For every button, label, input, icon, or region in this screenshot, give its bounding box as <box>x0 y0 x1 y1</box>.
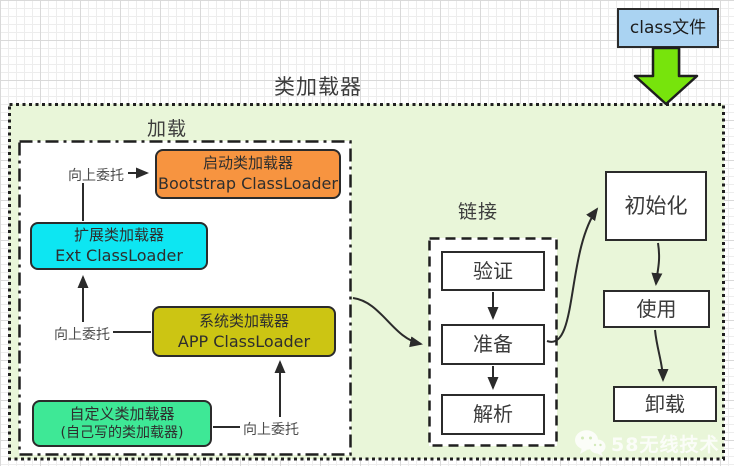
prepare-step-node: 准备 <box>441 324 545 365</box>
initialize-node: 初始化 <box>605 171 707 241</box>
wechat-icon <box>575 430 606 457</box>
load-section-label: 加载 <box>146 118 187 140</box>
class-file-node: class文件 <box>617 8 719 48</box>
custom-label-cn: 自定义类加载器 <box>69 404 175 423</box>
resolve-label: 解析 <box>473 402 513 426</box>
custom-classloader-node: 自定义类加载器 (自己写的类加载器) <box>32 400 212 447</box>
initialize-label: 初始化 <box>624 193 688 218</box>
bootstrap-label-en: Bootstrap ClassLoader <box>158 174 338 194</box>
watermark: 58无线技术 <box>574 423 732 463</box>
unload-label: 卸载 <box>645 391 685 416</box>
use-label: 使用 <box>636 296 677 321</box>
app-classloader-node: 系统类加载器 APP ClassLoader <box>152 306 336 357</box>
verify-step-node: 验证 <box>441 251 545 291</box>
class-file-label: class文件 <box>629 17 707 38</box>
delegate-up-label-1: 向上委托 <box>68 168 124 184</box>
bootstrap-label-cn: 启动类加载器 <box>202 154 293 173</box>
page-title: 类加载器 <box>274 75 362 99</box>
verify-label: 验证 <box>473 258 513 283</box>
watermark-text: 58无线技术 <box>611 433 720 456</box>
ext-label-en: Ext ClassLoader <box>55 246 183 266</box>
prepare-label: 准备 <box>473 332 513 356</box>
app-label-cn: 系统类加载器 <box>198 311 289 330</box>
app-label-en: APP ClassLoader <box>177 331 311 351</box>
resolve-step-node: 解析 <box>441 394 545 435</box>
delegate-up-label-2: 向上委托 <box>54 327 110 343</box>
delegate-up-label-3: 向上委托 <box>243 422 299 438</box>
ext-classloader-node: 扩展类加载器 Ext ClassLoader <box>30 222 208 270</box>
unload-node: 卸载 <box>613 386 717 422</box>
ext-label-cn: 扩展类加载器 <box>73 226 164 245</box>
use-node: 使用 <box>603 290 710 328</box>
custom-label-note: (自己写的类加载器) <box>60 425 184 442</box>
bootstrap-classloader-node: 启动类加载器 Bootstrap ClassLoader <box>155 149 341 199</box>
class-file-down-arrow <box>633 46 699 106</box>
link-section-label: 链接 <box>457 201 498 223</box>
